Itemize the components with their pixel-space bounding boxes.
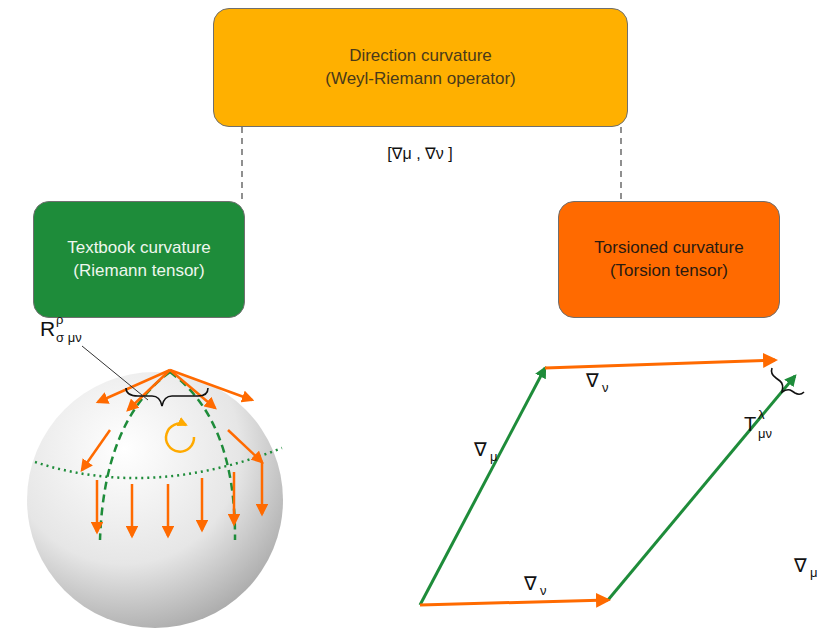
concept-box: Direction curvature(Weyl-Riemann operato… (213, 8, 628, 127)
symbol: ∇ (586, 371, 599, 390)
superscript: ρ (56, 313, 63, 326)
green-arrow (420, 368, 545, 605)
subscript: ν (540, 584, 547, 597)
brace (772, 368, 805, 394)
subscript: μ (810, 566, 818, 579)
symbol: T (744, 414, 756, 434)
sphere (27, 346, 283, 628)
subscript: μ (490, 450, 498, 463)
concept-box: Torsioned curvature(Torsion tensor) (558, 201, 780, 318)
orange-arrow (545, 360, 775, 368)
node-text: Textbook curvature (67, 237, 211, 259)
symbol: ∇ (524, 574, 537, 593)
symbol: ∇ (474, 440, 487, 459)
node-text: (Weyl-Riemann operator) (325, 68, 516, 90)
sphere-body (27, 372, 283, 628)
green-arrow (608, 376, 795, 600)
subscript: ν (602, 381, 609, 394)
subscript: μν (758, 427, 772, 440)
dashed-connector (241, 127, 242, 201)
superscript: λ (758, 408, 765, 421)
node-text: Torsioned curvature (594, 237, 743, 259)
concept-box: Textbook curvature(Riemann tensor) (33, 201, 245, 318)
commutator: [∇μ , ∇ν ] (387, 146, 452, 162)
vector-arrows (82, 370, 262, 536)
orange-arrow (420, 600, 608, 605)
rotation-arrow (166, 424, 194, 452)
node-text: (Torsion tensor) (610, 260, 728, 282)
leader-line (82, 346, 148, 400)
node-text: (Riemann tensor) (73, 260, 204, 282)
brace (126, 388, 208, 406)
node-text: Direction curvature (349, 45, 492, 67)
equator (35, 448, 282, 478)
dashed-connector (620, 127, 621, 201)
symbol: ∇ (794, 556, 807, 575)
subscript: σ μν (56, 331, 82, 344)
symbol: R (40, 318, 55, 339)
parallelogram (420, 360, 804, 605)
